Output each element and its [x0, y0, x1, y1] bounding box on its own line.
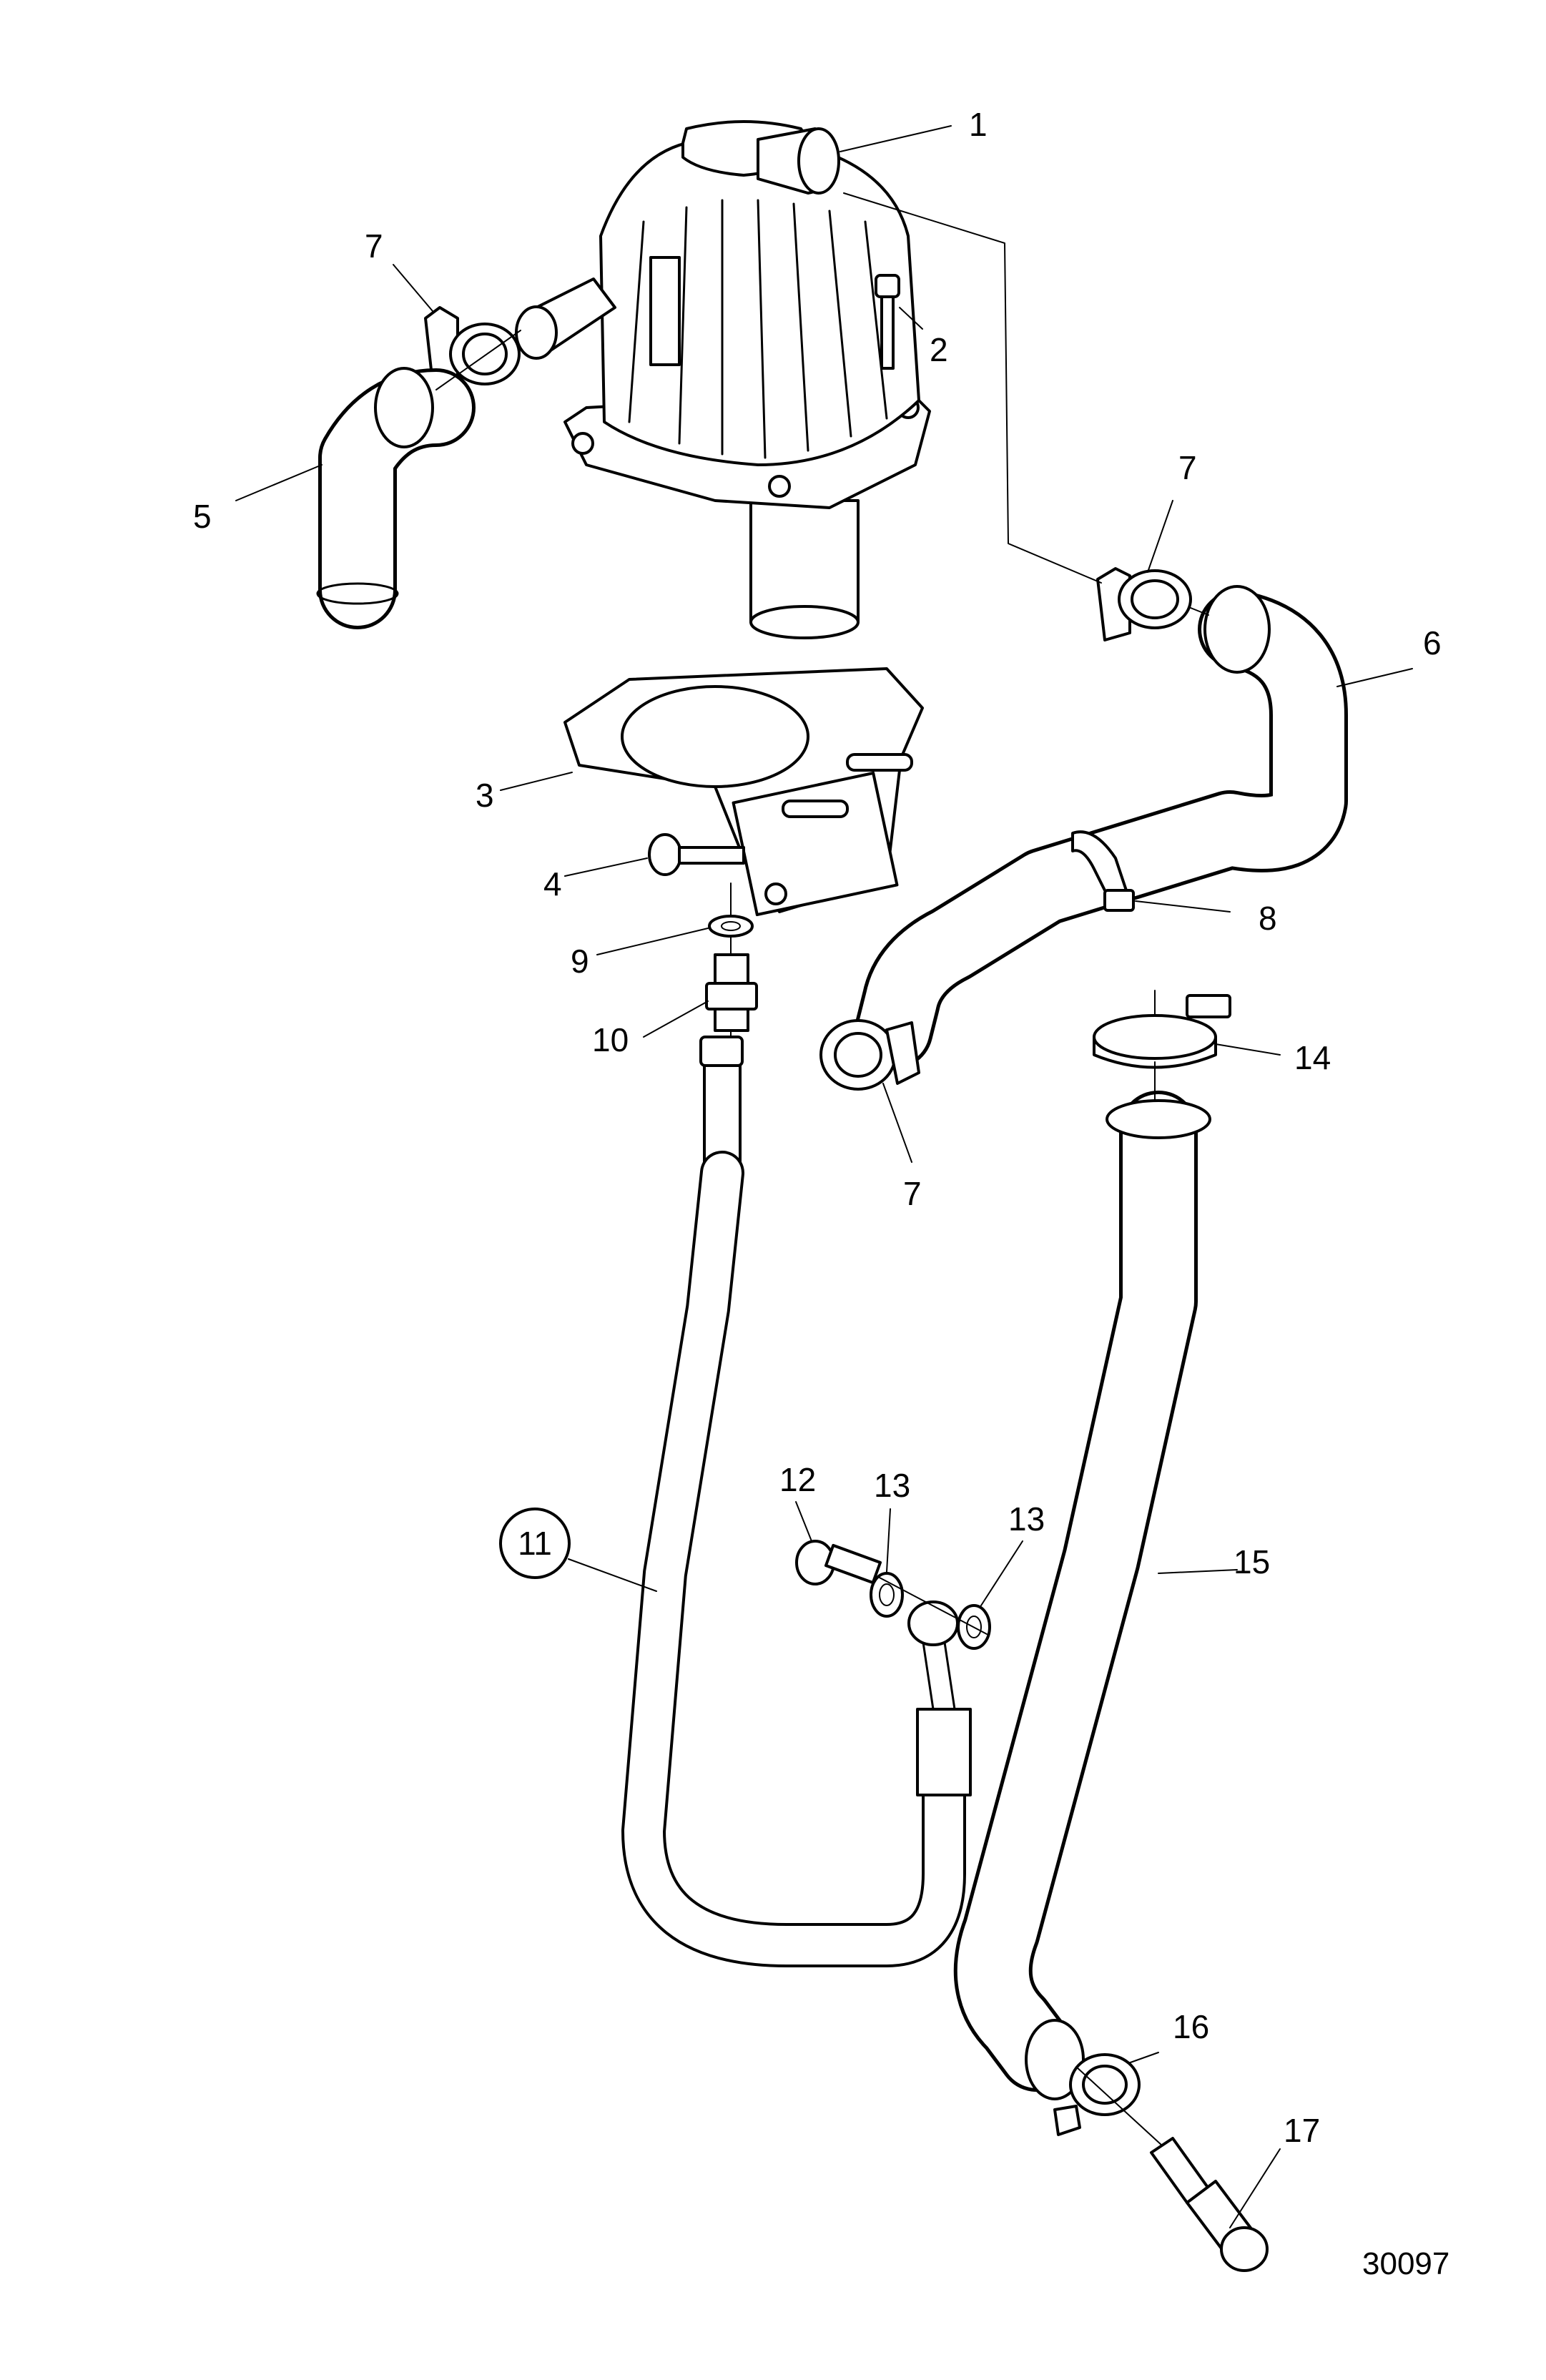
callout-17: 17: [1284, 2112, 1320, 2149]
air-pump: [515, 120, 931, 639]
hose-part-6: [855, 585, 1348, 1069]
callout-6: 6: [1423, 624, 1442, 662]
callout-7-upper-right: 7: [1178, 449, 1197, 486]
callout-1: 1: [969, 106, 988, 143]
callout-7-lower: 7: [903, 1175, 922, 1212]
bolt-part-2: [875, 274, 900, 370]
hose-clamp-7-upper-left: [424, 306, 521, 385]
hose-clamp-7-upper-right: [1096, 567, 1192, 641]
washer-part-9: [708, 915, 754, 938]
callout-2: 2: [930, 331, 948, 368]
hose-part-15: [953, 1091, 1211, 2100]
callout-labels: 1 2 3 4 5 6 7 7 7 8 9 10 11 12 13 13 14 …: [193, 106, 1449, 2281]
adapter-part-10: [705, 953, 758, 1032]
clamp-part-8: [1071, 830, 1135, 912]
line-part-11: [621, 1036, 972, 1967]
sealing-washer-part-13-left: [870, 1572, 904, 1618]
callout-12: 12: [779, 1461, 816, 1498]
callout-9: 9: [571, 943, 589, 980]
callout-13-right: 13: [1008, 1500, 1045, 1538]
callout-7-upper-left: 7: [365, 227, 383, 265]
callout-14: 14: [1294, 1039, 1331, 1076]
callout-8: 8: [1259, 900, 1277, 937]
banjo-bolt-part-12: [795, 1540, 882, 1585]
callout-11-circle: [499, 1508, 571, 1579]
callout-10: 10: [592, 1021, 629, 1058]
callout-4: 4: [543, 865, 562, 903]
callout-11: 11: [518, 1525, 552, 1562]
mounting-plate-part-3: [563, 667, 924, 917]
callout-16: 16: [1173, 2008, 1209, 2045]
callout-15: 15: [1234, 1543, 1270, 1580]
hose-clamp-part-16: [1053, 2053, 1141, 2136]
callout-13-left: 13: [874, 1467, 910, 1504]
hose-clamp-7-lower: [819, 1019, 920, 1091]
figure-reference-number: 30097: [1362, 2246, 1449, 2281]
callout-5: 5: [193, 498, 212, 535]
bolt-part-4: [648, 833, 745, 876]
leader-lines: [235, 125, 1413, 2228]
callout-3: 3: [476, 777, 494, 814]
hose-clamp-part-14: [1093, 994, 1231, 1069]
hose-fitting-part-17: [1150, 2137, 1269, 2272]
hose-part-5: [316, 367, 476, 629]
